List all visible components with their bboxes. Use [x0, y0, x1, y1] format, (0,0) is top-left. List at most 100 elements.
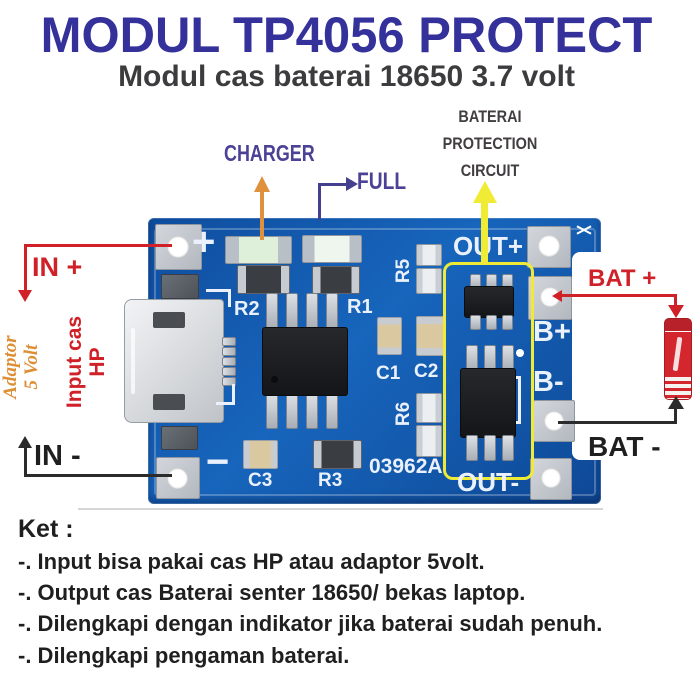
ic-pin — [502, 315, 513, 330]
battery-icon — [664, 318, 692, 400]
resistor — [237, 265, 290, 294]
silkscreen-dot — [516, 349, 524, 357]
corner-cross-icon — [576, 224, 592, 237]
bat-plus-line-horizontal — [558, 294, 677, 297]
notes-heading: Ket : — [18, 515, 74, 543]
usb-highlight — [131, 328, 135, 394]
ic-pin — [286, 293, 298, 329]
input-cas-label-line2: HP — [86, 347, 109, 377]
tp4056-ic — [262, 327, 348, 396]
pad-hole-icon — [541, 468, 561, 488]
ic-pin — [466, 435, 478, 461]
full-led — [302, 235, 362, 263]
bat-plus-pad — [528, 276, 572, 320]
in-plus-line-vertical — [24, 244, 27, 292]
c3-label: C3 — [248, 470, 273, 491]
r1-label: R1 — [347, 296, 373, 318]
in-plus-label: IN + — [32, 252, 83, 282]
ic-pin — [266, 394, 278, 429]
charger-label: CHARGER — [224, 140, 315, 166]
charger-arrow-icon — [254, 176, 270, 192]
micro-usb-connector — [124, 299, 224, 423]
solder-pad-left-bottom — [161, 426, 198, 450]
ic-pin — [306, 293, 318, 329]
r3-label: R3 — [318, 470, 343, 491]
ic-pin — [484, 435, 496, 461]
input-cas-label-line1: Input cas — [63, 315, 86, 409]
bat-plus-label: BAT + — [588, 265, 657, 292]
full-line-horizontal — [318, 183, 348, 186]
photo-edge-line — [78, 508, 603, 510]
serial-label: 03962A — [369, 455, 443, 478]
pin1-dot — [271, 376, 278, 383]
full-line-vertical — [318, 183, 321, 220]
minus-silkscreen: − — [206, 440, 230, 484]
mounting-hole-icon — [538, 235, 560, 257]
protection-label-line3: CIRCUIT — [460, 161, 520, 180]
usb-latch-top — [153, 312, 185, 328]
adaptor-label-line2: 5 Volt — [21, 344, 42, 390]
ic-pin — [470, 315, 481, 330]
bat-minus-line-horizontal — [558, 421, 677, 424]
capacitor-c1 — [377, 317, 402, 355]
c2-label: C2 — [414, 361, 439, 382]
r2-label: R2 — [234, 298, 260, 320]
mounting-pad-top-left — [155, 224, 202, 270]
resistor-r5b — [416, 268, 442, 294]
in-plus-line-horizontal — [24, 244, 172, 247]
r6-label: R6 — [393, 401, 414, 427]
charger-arrow-shaft — [260, 190, 264, 240]
plus-silkscreen: + — [192, 220, 216, 264]
protection-label-line2: PROTECTION — [442, 134, 538, 153]
out-minus-label: OUT- — [457, 467, 520, 497]
adaptor-label-line1: Adaptor — [0, 335, 21, 399]
resistor-r6b — [416, 425, 442, 457]
input-cas-label: Input cas HP — [63, 310, 111, 414]
bat-plus-start-arrow-icon — [552, 290, 562, 302]
bat-minus-label: BAT - — [588, 431, 661, 462]
b-minus-label: B- — [533, 366, 564, 398]
usb-pin — [222, 337, 236, 346]
resistor-r3 — [313, 440, 362, 469]
mounting-hole-icon — [167, 236, 189, 258]
charge-led — [225, 236, 292, 264]
ic-pin — [326, 293, 338, 329]
protection-arrow-shaft — [481, 201, 488, 263]
in-minus-arrow-icon — [18, 436, 32, 448]
ic-pin — [306, 394, 318, 429]
page-subtitle: Modul cas baterai 18650 3.7 volt — [118, 60, 575, 93]
bat-plus-arrow-icon — [668, 305, 684, 318]
capacitor-c2 — [416, 316, 446, 356]
board-edge-notch — [572, 252, 602, 460]
note-line: -. Dilengkapi dengan indikator jika bate… — [18, 611, 603, 636]
protection-arrow-icon — [473, 181, 497, 203]
resistor — [312, 266, 360, 294]
out-plus-label: OUT+ — [453, 231, 524, 261]
full-label: FULL — [357, 168, 407, 195]
protection-circuit-highlight-box — [443, 262, 534, 480]
mosfet-8205-ic — [460, 368, 516, 438]
ic-pin — [486, 315, 497, 330]
solder-pad-left-top — [161, 274, 199, 299]
b-plus-label: B+ — [533, 316, 571, 348]
note-line: -. Dilengkapi pengaman baterai. — [18, 643, 350, 668]
protection-label-line1: BATERAI — [458, 107, 522, 126]
in-minus-line-horizontal — [24, 474, 172, 477]
bat-plus-line-vertical — [674, 294, 677, 307]
usb-pin — [222, 347, 236, 356]
page-title: MODUL TP4056 PROTECT — [40, 7, 653, 63]
in-minus-label: IN - — [34, 440, 81, 472]
pcb-board: + − OUT+ OUT- B+ B- R2 R1 R5 R6 C1 C2 C3… — [124, 218, 602, 504]
silkscreen-bracket — [206, 289, 231, 307]
pad-hole-icon — [544, 411, 564, 431]
ic-pin — [286, 394, 298, 429]
ic-pin — [326, 394, 338, 429]
in-minus-line-vertical — [24, 446, 27, 476]
protection-label: BATERAI PROTECTION CIRCUIT — [439, 103, 541, 184]
mounting-pad-top-right — [527, 226, 571, 268]
bat-minus-pad — [533, 400, 575, 442]
mounting-hole-icon — [167, 468, 188, 489]
mounting-pad-bottom-left — [156, 457, 200, 499]
bat-minus-arrow-icon — [668, 396, 684, 409]
c1-label: C1 — [376, 363, 401, 384]
